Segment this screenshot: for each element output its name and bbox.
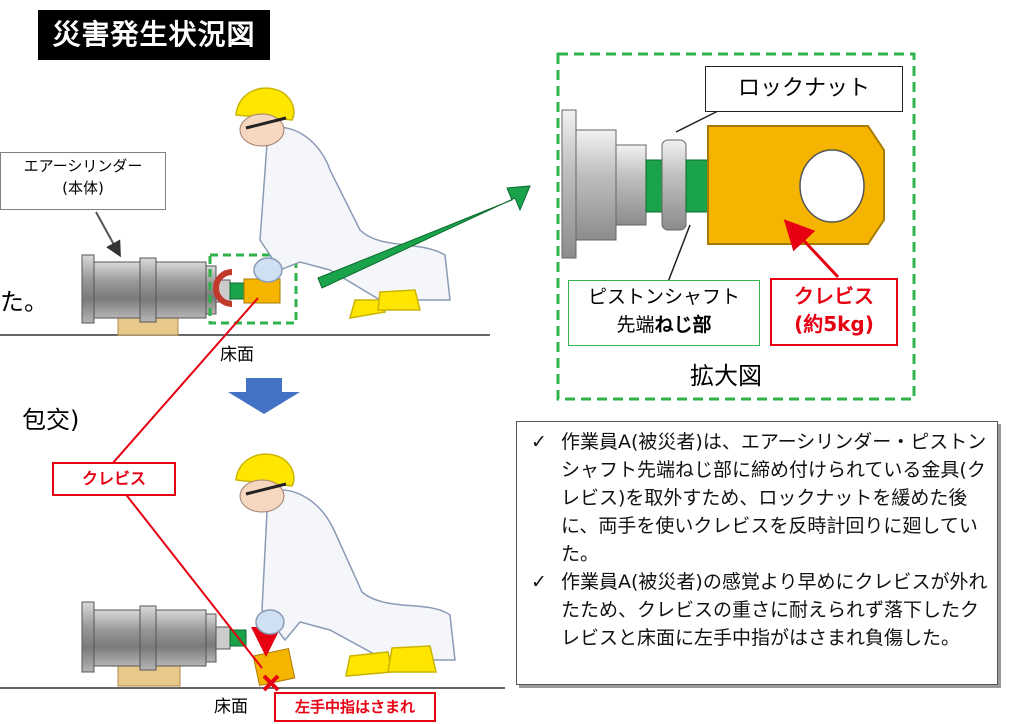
note-text-2: 作業員A(被災者)の感覚より早めにクレビスが外れたため、クレビスの重さに耐えられ… [561,571,988,649]
floor-label-top: 床面 [220,345,254,365]
worker-bottom [255,489,456,677]
air-cylinder-label-line2: (本体) [62,179,104,197]
worker-top [253,126,451,319]
clevis-zoom-label: クレビス (約5kg) [770,278,898,346]
note-item: ✓ 作業員A(被災者)の感覚より早めにクレビスが外れたため、クレビスの重さに耐えら… [531,568,997,652]
note-text-1: 作業員A(被災者)は、エアーシリンダー・ピストンシャフト先端ねじ部に締め付けられ… [561,431,987,565]
air-cylinder-label-line1: エアーシリンダー [23,157,143,175]
floor-label-bottom: 床面 [214,697,248,717]
explanation-notes: ✓ 作業員A(被災者)は、エアーシリンダー・ピストンシャフト先端ねじ部に締め付けら… [516,421,998,685]
check-icon: ✓ [531,431,547,453]
page-title: 災害発生状況図 [38,10,270,60]
air-cylinder-label: エアーシリンダー (本体) [0,152,166,210]
zoom-arrow [317,185,531,289]
note-item: ✓ 作業員A(被災者)は、エアーシリンダー・ピストンシャフト先端ねじ部に締め付けら… [531,428,997,568]
piston-shaft-label-line1: ピストンシャフト [587,286,740,308]
zoom-assembly [561,109,885,259]
piston-shaft-label-line2a: 先端 [616,314,655,336]
helmet-top [235,87,295,147]
clevis-zoom-label-line2: (約5kg) [794,312,874,336]
zoom-caption: 拡大図 [690,362,762,390]
piston-shaft-label: ピストンシャフト 先端ねじ部 [568,280,760,346]
helmet-bottom [235,453,295,513]
partial-text-ta: た。 [0,288,48,316]
check-icon: ✓ [531,571,547,593]
clevis-callout-label: クレビス [52,462,176,496]
lock-nut-label: ロックナット [705,66,903,112]
injury-label: 左手中指はさまれ [274,692,436,722]
down-arrow [228,378,300,414]
partial-text-paren: 包交) [22,406,80,434]
injury-x-mark [262,674,280,692]
rotation-arrow [213,269,233,307]
piston-shaft-label-line2b: ねじ部 [654,314,712,336]
highlight-box-top [208,253,298,325]
air-cylinder-top [81,254,281,324]
clevis-zoom-label-line1: クレビス [794,284,874,308]
air-cylinder-bottom [81,601,296,687]
